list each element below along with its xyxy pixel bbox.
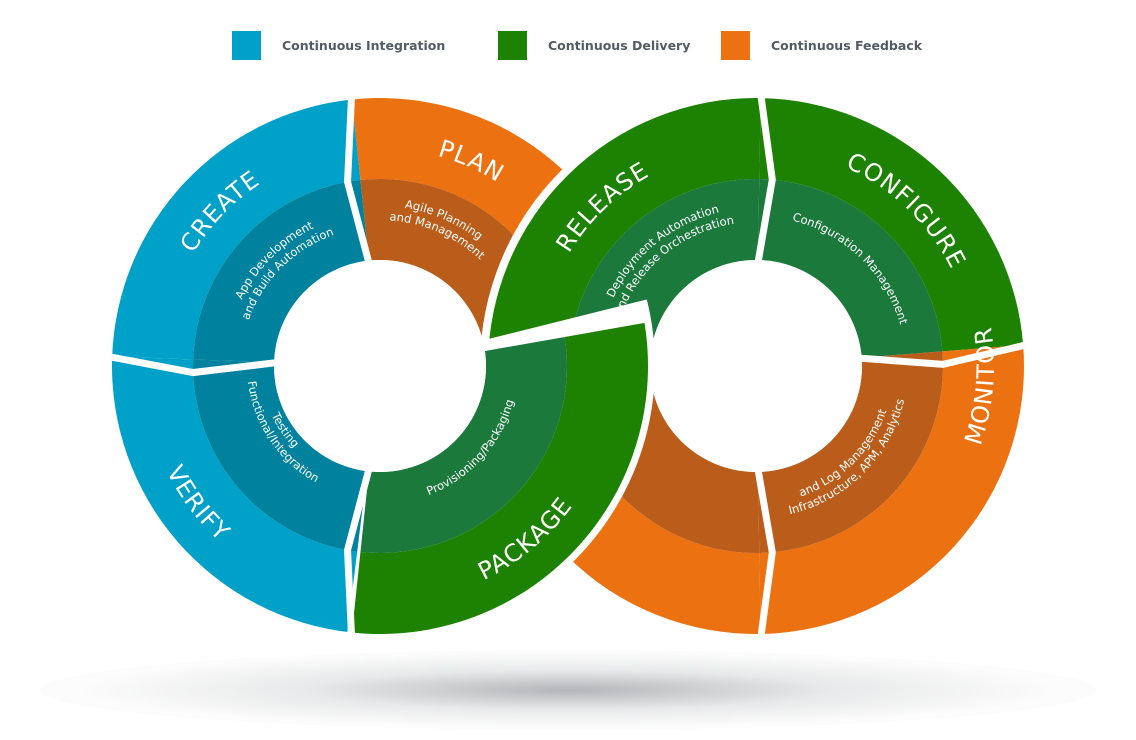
- divider-create-verify: [107, 353, 279, 377]
- divider-verify-package: [344, 466, 373, 637]
- ground-shadow: [40, 650, 1096, 730]
- divider-configure-monitor: [857, 341, 1028, 368]
- package-inner-band: [360, 333, 568, 554]
- divider-create-plan: [344, 95, 373, 266]
- package-outer-band: [351, 319, 649, 634]
- verify-outer-band: [111, 356, 361, 633]
- legend-swatch-cf: [721, 31, 750, 60]
- legend-swatch-ci: [232, 31, 261, 60]
- legend-label: Continuous Feedback: [771, 38, 923, 53]
- right-ring-hole: [650, 260, 862, 472]
- stage-package[interactable]: [351, 319, 649, 634]
- divider-release-configure: [754, 93, 776, 265]
- configure-outer-band: [759, 98, 1024, 352]
- legend-item-continuous-delivery: Continuous Delivery: [498, 31, 690, 60]
- configure-inner-band: [757, 179, 943, 358]
- release-outer-band: [488, 97, 761, 366]
- legend-item-continuous-integration: Continuous Integration: [232, 31, 445, 60]
- monitor-outer-band: [759, 344, 1024, 634]
- legend-label: Continuous Integration: [282, 38, 446, 53]
- legend-label: Continuous Delivery: [548, 38, 691, 53]
- create-outer-band: [112, 99, 361, 360]
- divider-monitor-lower: [754, 467, 776, 639]
- stage-verify[interactable]: [111, 356, 369, 633]
- monitor-inner-band: [757, 351, 943, 553]
- divider-package-release: [479, 315, 649, 352]
- right-ring: [480, 90, 1032, 639]
- legend-item-continuous-feedback: Continuous Feedback: [721, 31, 922, 60]
- create-inner-band: [193, 180, 369, 363]
- left-ring-overlay: [274, 260, 862, 641]
- stage-monitor[interactable]: [757, 344, 1024, 634]
- left-ring-hole: [274, 260, 486, 472]
- legend: Continuous Integration Continuous Delive…: [0, 31, 1136, 61]
- verify-inner-band: [192, 359, 369, 552]
- legend-swatch-cd: [498, 31, 527, 60]
- stage-create[interactable]: [112, 99, 369, 363]
- stage-configure[interactable]: [757, 98, 1024, 358]
